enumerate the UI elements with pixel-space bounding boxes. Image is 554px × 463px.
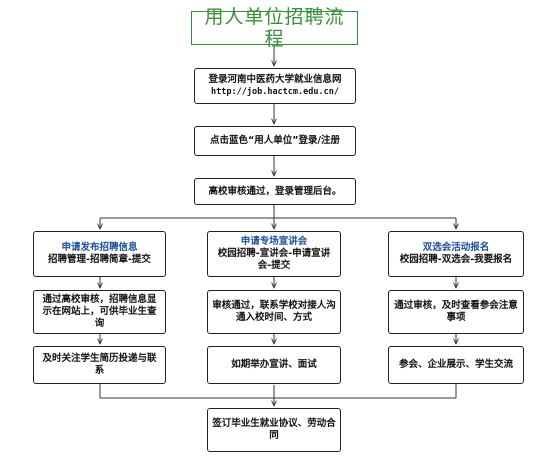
- step-login-site-text: 登录河南中医药大学就业信息网: [208, 74, 342, 85]
- flowchart-title: 用人单位招聘流程: [191, 6, 358, 50]
- branch-2-heading: 申请专场宣讲会: [240, 236, 308, 247]
- branch-2-step-3: 如期举办宣讲、面试: [207, 346, 341, 384]
- branch-2-heading-box: 申请专场宣讲会 校园招聘-宣讲会-申请宣讲会-提交: [207, 231, 341, 277]
- branch-3-step-2: 通过审核，及时查看参会注意事项: [388, 290, 524, 334]
- branch-2-path: 校园招聘-宣讲会-申请宣讲会-提交: [217, 248, 331, 271]
- step-click-login: 点击蓝色“用人单位”登录/注册: [194, 126, 356, 156]
- step-approval: 高校审核通过，登录管理后台。: [194, 178, 356, 205]
- branch-2-step-2: 审核通过，联系学校对接人沟通入校时间、方式: [207, 290, 341, 334]
- branch-1-path: 招聘管理-招聘简章-提交: [48, 254, 151, 265]
- branch-1-heading: 申请发布招聘信息: [61, 242, 138, 253]
- branch-3-heading-box: 双选会活动报名 校园招聘-双选会-我要报名: [388, 231, 524, 277]
- step-sign-contract: 签订毕业生就业协议、劳动合同: [207, 408, 341, 452]
- branch-1-step-3: 及时关注学生简历投递与联系: [33, 346, 166, 384]
- branch-3-path: 校园招聘-双选会-我要报名: [399, 254, 513, 265]
- branch-1-heading-box: 申请发布招聘信息 招聘管理-招聘简章-提交: [33, 231, 166, 277]
- job-site-url: http://job.hactcm.edu.cn/: [211, 87, 339, 97]
- step-login-site: 登录河南中医药大学就业信息网 http://job.hactcm.edu.cn/: [194, 68, 356, 104]
- branch-1-step-2: 通过高校审核，招聘信息显示在网站上，可供毕业生查询: [33, 290, 166, 334]
- branch-3-heading: 双选会活动报名: [422, 242, 490, 253]
- branch-3-step-3: 参会、企业展示、学生交流: [388, 346, 524, 384]
